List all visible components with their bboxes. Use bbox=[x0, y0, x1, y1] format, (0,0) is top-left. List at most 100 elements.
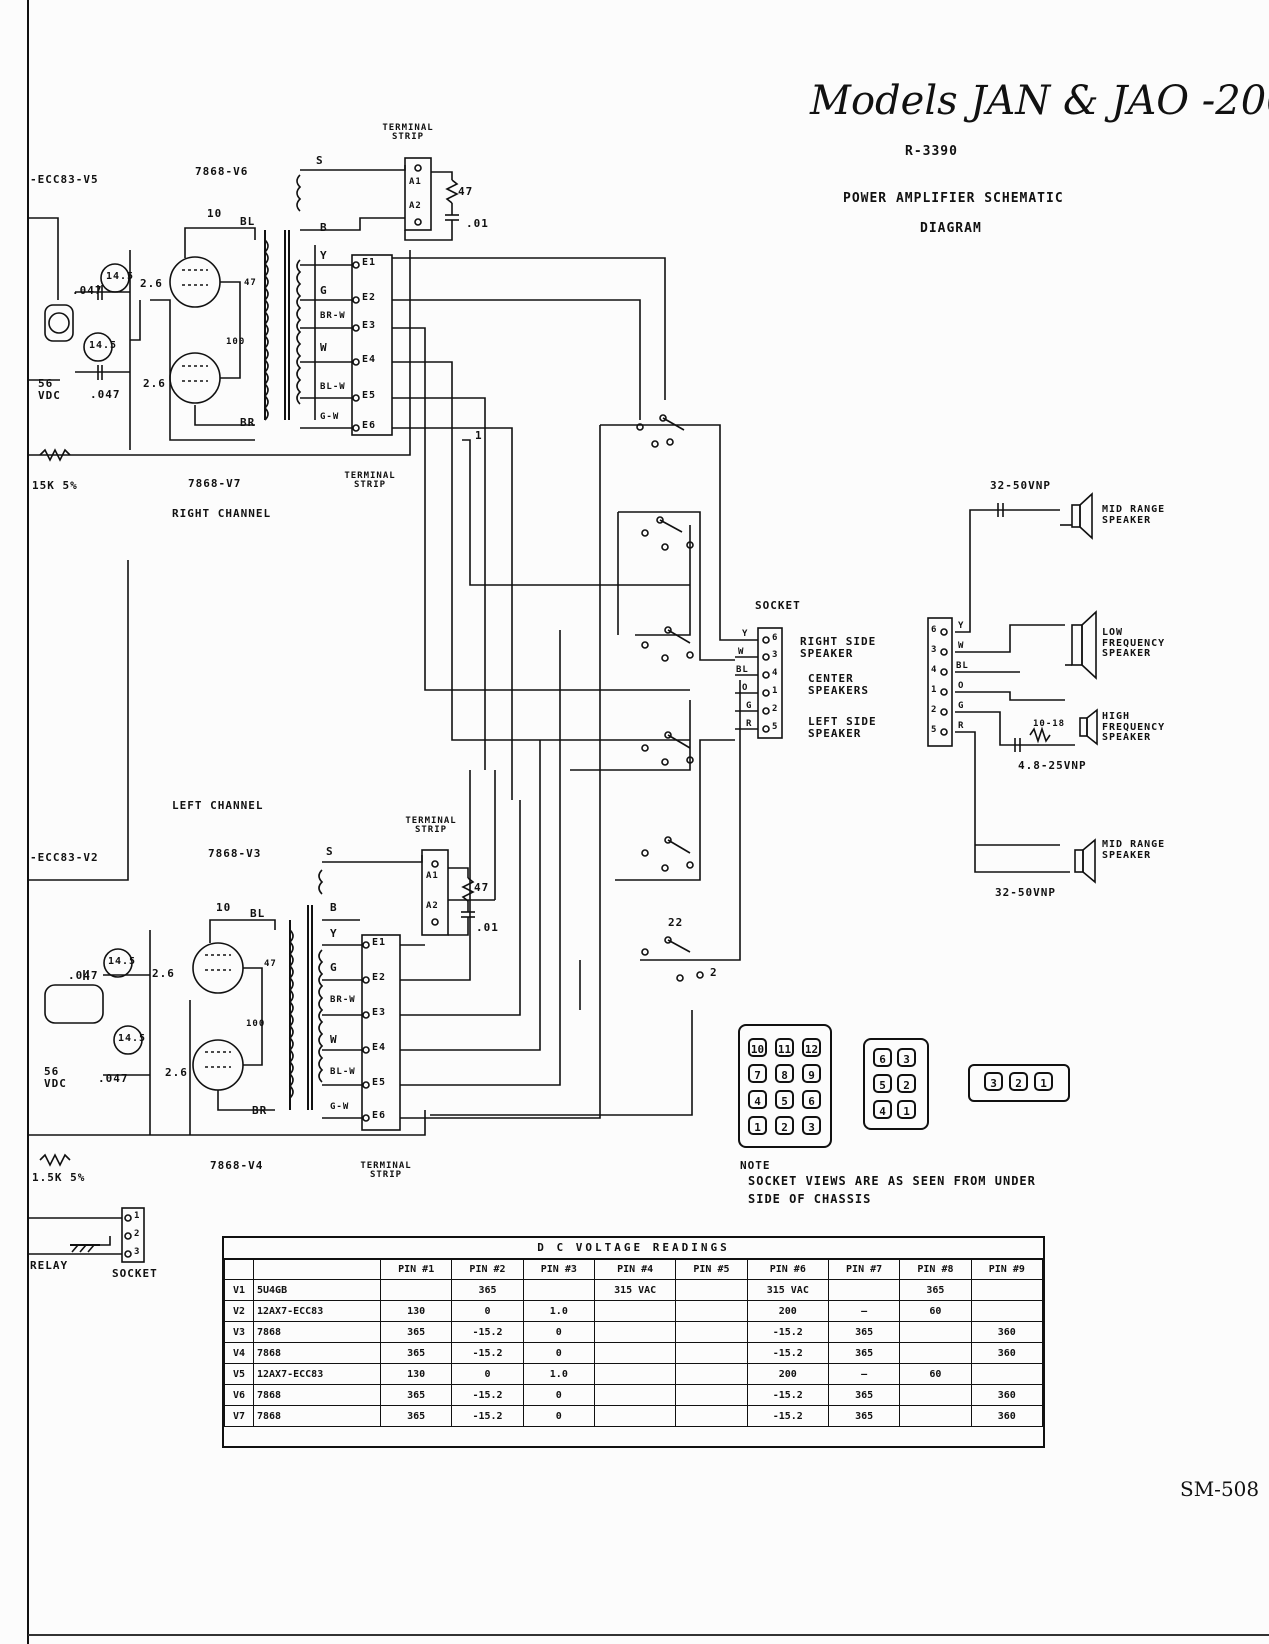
column-header bbox=[253, 1258, 381, 1280]
plug-wire-label: R bbox=[958, 721, 965, 731]
voltage-cell: 315 VAC bbox=[593, 1279, 677, 1301]
socket-pin-label: 1 bbox=[772, 686, 779, 696]
voltage-cell: -15.2 bbox=[451, 1384, 524, 1406]
output-label-e2: E2 bbox=[362, 292, 377, 303]
cap-label: .047 bbox=[90, 388, 121, 401]
left-side-speaker-label: LEFT SIDE SPEAKER bbox=[808, 715, 877, 740]
voltage-cell bbox=[899, 1384, 972, 1406]
lead-label: BL bbox=[250, 907, 266, 920]
tube-v4-label: 7868-V4 bbox=[210, 1159, 264, 1172]
socket-pin: 1 bbox=[897, 1100, 916, 1119]
voltage-cell: -15.2 bbox=[746, 1405, 829, 1427]
voltage-cell bbox=[593, 1342, 677, 1364]
voltage-label: 14.5 bbox=[106, 271, 135, 282]
socket-title: SOCKET bbox=[755, 599, 801, 612]
right-channel-label: RIGHT CHANNEL bbox=[172, 507, 272, 520]
voltage-label: 14.5 bbox=[108, 956, 137, 967]
tube-v3-label: 7868-V3 bbox=[208, 847, 262, 860]
output-label-e2: E2 bbox=[372, 972, 387, 983]
switch-number-label: 2 bbox=[710, 966, 718, 979]
voltage-cell: 365 bbox=[379, 1321, 453, 1343]
column-header: PIN #8 bbox=[899, 1258, 972, 1280]
voltage-cell bbox=[593, 1300, 677, 1322]
voltage-label: 2.6 bbox=[152, 967, 175, 980]
socket-wire-label: G bbox=[746, 701, 753, 711]
resistor-10-label: 10 bbox=[216, 901, 232, 914]
plug-wire-label: Y bbox=[958, 621, 965, 631]
column-header: PIN #5 bbox=[675, 1258, 748, 1280]
voltage-cell: 0 bbox=[451, 1300, 524, 1322]
voltage-cell: 315 VAC bbox=[746, 1279, 829, 1301]
voltage-cell: -15.2 bbox=[451, 1321, 524, 1343]
socket-pin: 1 bbox=[748, 1116, 767, 1135]
column-header: PIN #1 bbox=[379, 1258, 453, 1280]
socket-pin: 6 bbox=[873, 1048, 892, 1067]
voltage-cell: 360 bbox=[970, 1321, 1044, 1343]
left-channel-label: LEFT CHANNEL bbox=[172, 799, 264, 812]
voltage-cell bbox=[827, 1279, 901, 1301]
lead-label: BR-W bbox=[330, 995, 356, 1005]
socket-pin: 2 bbox=[1009, 1072, 1028, 1091]
speaker-network bbox=[927, 492, 1098, 884]
plug-pin-label: 4 bbox=[931, 665, 938, 675]
output-label-e3: E3 bbox=[362, 320, 377, 331]
terminal-strip-label: TERMINAL STRIP bbox=[382, 123, 434, 143]
mid-range-speaker-label: MID RANGE SPEAKER bbox=[1102, 504, 1166, 526]
voltage-cell: 360 bbox=[970, 1342, 1044, 1364]
lead-label: G-W bbox=[330, 1102, 350, 1112]
lead-label: BL bbox=[240, 215, 256, 228]
tube-ref-cell: V5 bbox=[224, 1363, 254, 1385]
page-bottom-rule bbox=[28, 1634, 1269, 1636]
right-side-speaker-label: RIGHT SIDE SPEAKER bbox=[800, 635, 877, 660]
lead-label: BL-W bbox=[330, 1067, 356, 1077]
switch-number-label: 1 bbox=[475, 429, 483, 442]
voltage-cell: 0 bbox=[522, 1405, 595, 1427]
voltage-cell bbox=[675, 1279, 748, 1301]
voltage-cell: 0 bbox=[522, 1342, 595, 1364]
lead-label: S bbox=[326, 845, 334, 858]
plug-pin-label: 5 bbox=[931, 725, 938, 735]
socket-wire-label: Y bbox=[742, 629, 749, 639]
diagram-title-2: DIAGRAM bbox=[920, 221, 982, 236]
voltage-cell bbox=[970, 1300, 1044, 1322]
voltage-label: 2.6 bbox=[143, 377, 166, 390]
relay-pin-label: 3 bbox=[134, 1247, 141, 1257]
output-label-e4: E4 bbox=[362, 354, 377, 365]
plug-wire-label: G bbox=[958, 701, 965, 711]
resistor-label: 10-18 bbox=[1033, 719, 1066, 729]
cap-01-label: .01 bbox=[466, 217, 489, 230]
voltage-cell: 365 bbox=[379, 1405, 453, 1427]
lead-label: Y bbox=[320, 249, 328, 262]
lead-label: G bbox=[330, 961, 338, 974]
tube-ref-cell: V4 bbox=[224, 1342, 254, 1364]
column-header: PIN #4 bbox=[593, 1258, 677, 1280]
cap-01-label: .01 bbox=[476, 921, 499, 934]
relay-pin-label: 1 bbox=[134, 1211, 141, 1221]
column-header: PIN #7 bbox=[827, 1258, 901, 1280]
resistor-47-label: 47 bbox=[474, 881, 490, 894]
prev-tube-v5: -ECC83-V5 bbox=[30, 173, 99, 186]
socket-pin: 11 bbox=[775, 1038, 794, 1057]
note-title: NOTE bbox=[740, 1159, 771, 1172]
sheet-number: SM-508 bbox=[1180, 1477, 1260, 1501]
prev-tube-v2: -ECC83-V2 bbox=[30, 851, 99, 864]
plug-pin-label: 6 bbox=[931, 625, 938, 635]
resistor-100-label: 100 bbox=[226, 337, 246, 347]
three-pin-socket-view: 3 2 1 bbox=[968, 1064, 1070, 1102]
voltage-cell bbox=[675, 1342, 748, 1364]
socket-pin: 3 bbox=[897, 1048, 916, 1067]
right-channel-circuit bbox=[28, 157, 459, 456]
voltage-cell bbox=[593, 1405, 677, 1427]
voltage-cell: -15.2 bbox=[451, 1405, 524, 1427]
terminal-strip-label: TERMINAL STRIP bbox=[360, 1161, 412, 1181]
voltage-cell: 0 bbox=[451, 1363, 524, 1385]
dc-voltage-table: D C VOLTAGE READINGS PIN #1 PIN #2 PIN #… bbox=[222, 1236, 1045, 1448]
voltage-cell: 200 bbox=[746, 1363, 829, 1385]
tube-ref-cell: V7 bbox=[224, 1405, 254, 1427]
pin-a1-label: A1 bbox=[409, 177, 422, 187]
socket-pin-label: 6 bbox=[772, 633, 779, 643]
voltage-cell: — bbox=[827, 1363, 901, 1385]
